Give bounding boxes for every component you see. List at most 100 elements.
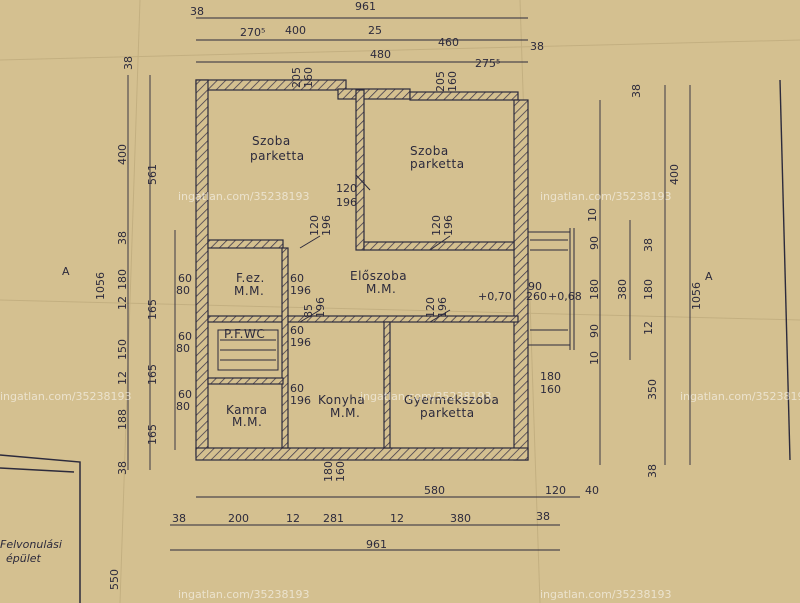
opening-l2-a: 60 (178, 330, 192, 343)
opening-bottom-a: 180 (322, 461, 335, 482)
outbuilding (0, 454, 81, 603)
dim-top-a: 400 (285, 24, 306, 37)
opening-top2-b: 160 (446, 71, 459, 92)
watermark-3: ingatlan.com/35238193 (0, 390, 132, 403)
dim-bottom-38b: 38 (536, 510, 550, 523)
opening-bottom-b: 160 (334, 461, 347, 482)
room-eloszoba-floor: M.M. (366, 282, 396, 296)
dim-top-overall: 961 (355, 0, 376, 13)
dim-right-6: 380 (616, 279, 629, 300)
dim-right-1: 38 (630, 84, 643, 98)
dim-top-e: 270⁵ (240, 26, 265, 39)
dim-left-6: 12 (116, 296, 129, 310)
dim-left-8: 1056 (94, 272, 107, 300)
opening-gy-a: 120 (424, 297, 437, 318)
room-kamra-name: Kamra (226, 403, 268, 417)
dim-top-b: 25 (368, 24, 382, 37)
dim-right-13: 350 (646, 379, 659, 400)
watermark-1: ingatlan.com/35238193 (178, 190, 310, 203)
dim-left-5: 180 (116, 269, 129, 290)
room-kamra-floor: M.M. (232, 415, 262, 429)
opening-l1-a: 60 (178, 272, 192, 285)
watermarks: ingatlan.com/35238193 ingatlan.com/35238… (0, 190, 800, 601)
dim-right-14: 38 (646, 464, 659, 478)
opening-l3-b: 80 (176, 400, 190, 413)
dim-bottom-40: 40 (585, 484, 599, 497)
room-konyha-floor: M.M. (330, 406, 360, 420)
opening-right-b: 260 (526, 290, 547, 303)
opening-el-l-a: 120 (308, 215, 321, 236)
dim-left-4: 38 (116, 231, 129, 245)
dim-right-3: 10 (586, 208, 599, 222)
opening-top1-b: 160 (302, 67, 315, 88)
dim-right-9: 180 (642, 279, 655, 300)
dim-corner-550: 550 (108, 569, 121, 590)
balcony (528, 228, 575, 350)
watermark-6: ingatlan.com/35238193 (178, 588, 310, 601)
opening-kitchen-a: 85 (302, 304, 315, 318)
room-fsz-name: F.ez. (236, 271, 265, 285)
right-outline (779, 79, 791, 461)
watermark-7: ingatlan.com/35238193 (540, 588, 672, 601)
dim-left-7: 165 (146, 299, 159, 320)
dim-left-14: 165 (146, 424, 159, 445)
opening-center-b: 196 (336, 196, 357, 209)
dim-right-10: 12 (642, 321, 655, 335)
elevation-1: +0,70 (478, 290, 512, 303)
outbuilding-label-1: Felvonulási (0, 538, 62, 551)
dim-top-c: 460 (438, 36, 459, 49)
opening-fsz-a: 60 (290, 272, 304, 285)
room-gyermek-name: Gyermekszoba (404, 393, 499, 407)
room-eloszoba-name: Előszoba (350, 269, 407, 283)
section-marker-left: A (62, 265, 70, 278)
dim-right-5: 38 (642, 238, 655, 252)
dim-left-1: 38 (122, 56, 135, 70)
dim-bottom-380: 380 (450, 512, 471, 525)
room-szoba1-name: Szoba (252, 134, 291, 148)
opening-konyha-a: 60 (290, 382, 304, 395)
dim-left-12: 188 (116, 409, 129, 430)
room-szoba2-name: Szoba (410, 144, 449, 158)
opening-labels: 205 160 205 160 120 196 120 196 120 196 … (176, 67, 582, 482)
dimension-lines (127, 17, 691, 551)
room-labels: Szoba parketta Szoba parketta Előszoba M… (224, 134, 499, 429)
opening-center-a: 120 (336, 182, 357, 195)
room-szoba1-floor: parketta (250, 149, 305, 163)
dim-left-2: 561 (146, 164, 159, 185)
dim-bottom-120: 120 (545, 484, 566, 497)
room-pfwc: P.F.WC (224, 327, 265, 341)
dim-bottom-200: 200 (228, 512, 249, 525)
dim-right-8: 1056 (690, 282, 703, 310)
dim-bottom-281: 281 (323, 512, 344, 525)
dim-left-9: 150 (116, 339, 129, 360)
watermark-2: ingatlan.com/35238193 (540, 190, 672, 203)
opening-gywin-b: 160 (540, 383, 561, 396)
dim-right-2: 400 (668, 164, 681, 185)
dim-top-left: 38 (190, 5, 204, 18)
room-fsz-floor: M.M. (234, 284, 264, 298)
opening-gywin-a: 180 (540, 370, 561, 383)
room-gyermek-floor: parketta (420, 406, 475, 420)
right-dims: 38 400 10 90 38 380 180 1056 180 12 90 1… (586, 84, 713, 478)
opening-konyha-b: 196 (290, 394, 311, 407)
elevation-2: +0,68 (548, 290, 582, 303)
door-lines (217, 174, 451, 371)
opening-kitchen-b: 196 (314, 297, 327, 318)
dim-left-10: 12 (116, 371, 129, 385)
opening-gy-b: 196 (436, 297, 449, 318)
opening-l3-a: 60 (178, 388, 192, 401)
dim-left-11: 165 (146, 364, 159, 385)
bottom-dims: 580 120 40 38 200 12 281 12 380 38 961 (172, 484, 599, 551)
dim-top-g: 275⁵ (475, 57, 500, 70)
dim-top-d: 38 (530, 40, 544, 53)
dim-left-13: 38 (116, 461, 129, 475)
opening-top1-a: 205 (290, 67, 303, 88)
opening-pf-a: 60 (290, 324, 304, 337)
opening-pf-b: 196 (290, 336, 311, 349)
room-konyha-name: Konyha (318, 393, 365, 407)
walls (195, 79, 529, 461)
opening-l1-b: 80 (176, 284, 190, 297)
dim-bottom-580: 580 (424, 484, 445, 497)
outbuilding-label-2: épület (6, 552, 42, 565)
